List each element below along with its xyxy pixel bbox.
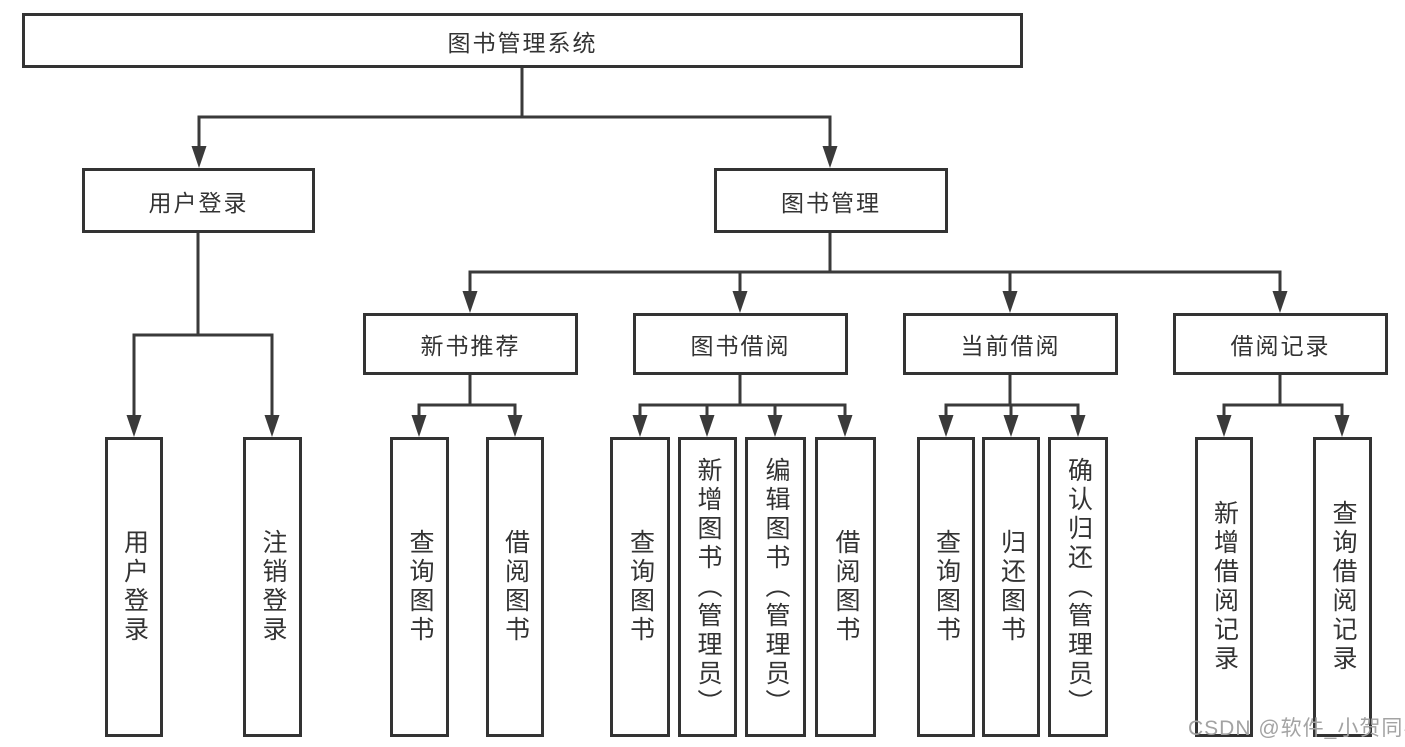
node-book-management: 图书管理 [714,168,948,233]
node-leaf-edit-books-admin-label: 编辑图书（管理员） [762,456,790,718]
arrowheads [126,146,1350,437]
node-library-system: 图书管理系统 [22,13,1023,68]
node-leaf-query-borrow-record-label: 查询借阅记录 [1329,500,1357,674]
node-leaf-logout: 注销登录 [243,437,302,737]
node-leaf-borrow-books-recommend: 借阅图书 [486,437,544,737]
node-leaf-add-borrow-record: 新增借阅记录 [1195,437,1253,737]
node-leaf-edit-books-admin: 编辑图书（管理员） [745,437,806,737]
node-leaf-confirm-return-admin-label: 确认归还（管理员） [1064,456,1093,718]
node-leaf-add-books-admin-label: 新增图书（管理员） [694,456,722,718]
node-leaf-query-books-recommend-label: 查询图书 [406,529,434,645]
node-leaf-return-books: 归还图书 [982,437,1040,737]
node-leaf-user-login: 用户登录 [105,437,163,737]
node-leaf-borrow-books-borrowing: 借阅图书 [815,437,876,737]
node-leaf-query-books-current-label: 查询图书 [932,529,961,645]
node-book-borrowing: 图书借阅 [633,313,848,375]
node-leaf-query-books-borrowing-label: 查询图书 [626,529,655,645]
node-leaf-add-books-admin: 新增图书（管理员） [678,437,737,737]
node-leaf-borrow-books-borrowing-label: 借阅图书 [832,529,860,645]
node-leaf-query-books-borrowing: 查询图书 [610,437,670,737]
node-new-book-recommendation: 新书推荐 [363,313,578,375]
node-leaf-add-borrow-record-label: 新增借阅记录 [1210,500,1239,674]
node-leaf-confirm-return-admin: 确认归还（管理员） [1048,437,1108,737]
watermark: CSDN @软件_小贺同学 [1188,717,1405,740]
node-user-login: 用户登录 [82,168,315,233]
node-leaf-return-books-label: 归还图书 [997,529,1026,645]
node-current-borrowing: 当前借阅 [903,313,1118,375]
node-leaf-logout-label: 注销登录 [259,529,287,645]
node-leaf-user-login-label: 用户登录 [120,529,149,645]
node-leaf-borrow-books-recommend-label: 借阅图书 [501,529,530,645]
node-leaf-query-books-current: 查询图书 [917,437,975,737]
node-leaf-query-books-recommend: 查询图书 [390,437,449,737]
node-borrowing-records: 借阅记录 [1173,313,1388,375]
node-leaf-query-borrow-record: 查询借阅记录 [1313,437,1372,737]
